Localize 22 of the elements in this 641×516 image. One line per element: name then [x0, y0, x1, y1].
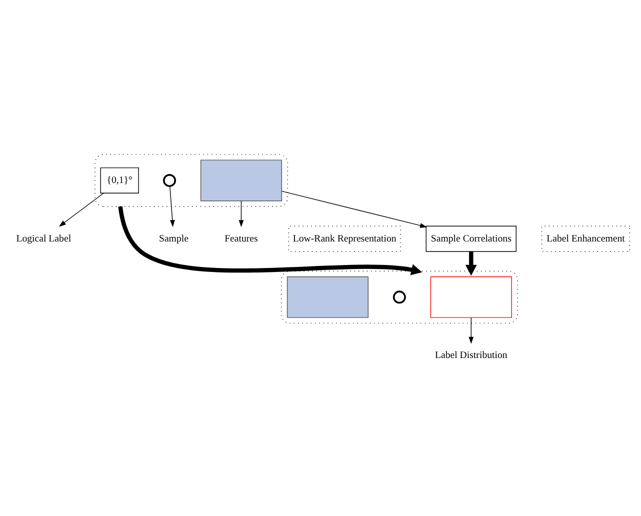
node-text: Sample [158, 232, 188, 244]
node-circle [163, 173, 176, 186]
arrow [170, 185, 175, 227]
node-box: Low-Rank Representation [288, 225, 401, 252]
node-bar [200, 159, 282, 201]
node-text: Features [224, 232, 258, 244]
arrow [465, 251, 477, 276]
node-circle [392, 290, 406, 304]
cluster [280, 270, 518, 324]
node-text: Logical Label [16, 232, 72, 244]
arrow [58, 192, 104, 226]
node-text: Label Distribution [434, 350, 508, 361]
node-box: Label Enhancement [541, 225, 630, 252]
node-box: {0,1}° [100, 166, 139, 193]
node-box: Sample Correlations [426, 225, 516, 252]
arrow [281, 190, 428, 228]
node-box [430, 276, 512, 318]
cluster [94, 154, 288, 206]
arrow [468, 316, 474, 344]
arrow [238, 200, 244, 227]
node-bar [286, 276, 368, 318]
arrow [118, 206, 422, 275]
